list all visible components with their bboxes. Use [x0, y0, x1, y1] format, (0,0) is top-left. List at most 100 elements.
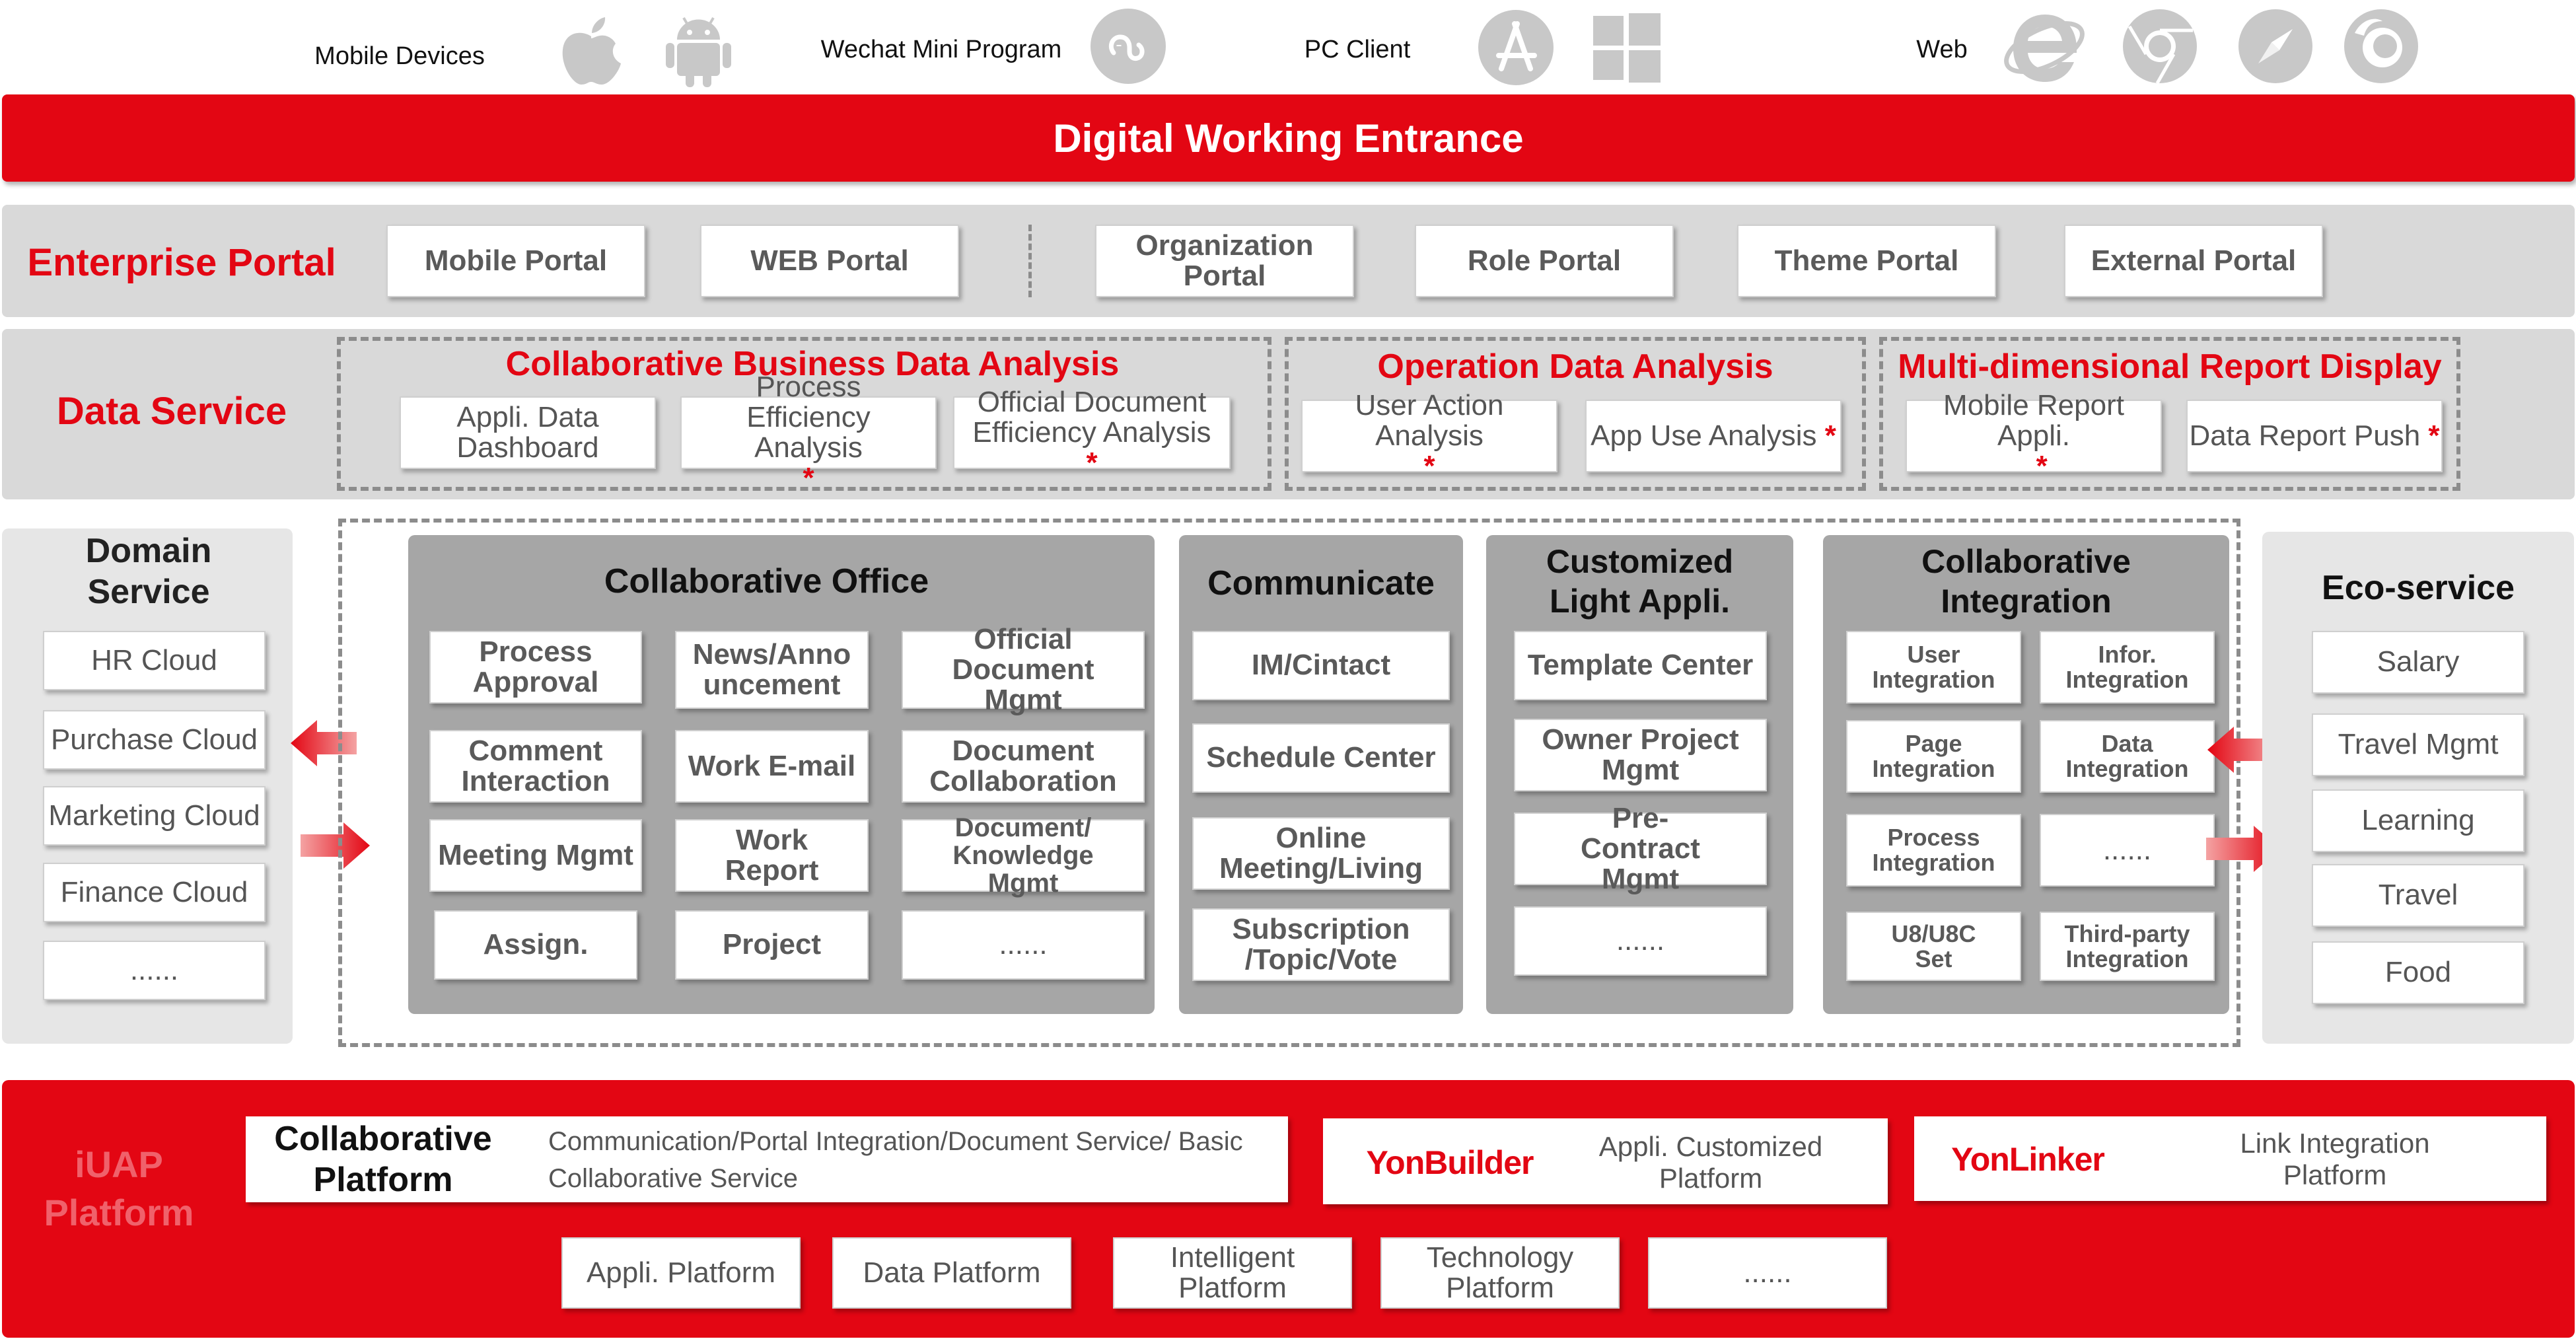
finance-cloud[interactable]: Finance Cloud [43, 863, 266, 922]
official-document-mgmt[interactable]: Official Document Mgmt [902, 624, 1145, 715]
infor-integration[interactable]: Infor. Integration [2040, 631, 2215, 704]
eco-learning[interactable]: Learning [2312, 789, 2524, 852]
channel-mobile-label: Mobile Devices [314, 42, 485, 70]
yonbuilder-logo: YonBuilder [1366, 1144, 1534, 1181]
technology-platform[interactable]: Technology Platform [1380, 1237, 1620, 1309]
collaborative-platform-title: Collaborative Platform [274, 1119, 492, 1199]
process-approval[interactable]: Process Approval [429, 631, 642, 704]
app-use-analysis[interactable]: App Use Analysis * [1585, 400, 1842, 472]
light-appli-title: Customized Light Appli. [1546, 543, 1734, 620]
enterprise-portal-title: Enterprise Portal [27, 241, 336, 284]
domain-service-title: Domain Service [85, 531, 212, 611]
yonlinker-box [1914, 1116, 2546, 1201]
portal-mobile[interactable]: Mobile Portal [386, 225, 645, 297]
arrow-left-eco-icon [2207, 727, 2279, 773]
collab-office-more[interactable]: ...... [902, 910, 1145, 980]
user-action-analysis[interactable]: User Action Analysis * [1301, 390, 1557, 482]
schedule-center[interactable]: Schedule Center [1192, 723, 1450, 793]
app-store-icon [1478, 10, 1554, 85]
purchase-cloud[interactable]: Purchase Cloud [43, 710, 266, 770]
work-report[interactable]: Work Report [675, 819, 869, 892]
communicate-title: Communicate [1207, 563, 1435, 602]
yonbuilder-box [1323, 1118, 1888, 1204]
eco-salary[interactable]: Salary [2312, 631, 2524, 694]
data-group-collab-analysis-title: Collaborative Business Data Analysis [505, 344, 1120, 383]
template-center[interactable]: Template Center [1514, 631, 1767, 700]
portal-web[interactable]: WEB Portal [700, 225, 959, 297]
channel-wechat-label: Wechat Mini Program [820, 35, 1062, 63]
process-efficiency-analysis[interactable]: Process Efficiency Analysis * [680, 371, 937, 493]
windows-icon [1593, 13, 1661, 83]
marketing-cloud[interactable]: Marketing Cloud [43, 786, 266, 846]
safari-icon [2238, 9, 2312, 83]
eco-travel-mgmt[interactable]: Travel Mgmt [2312, 713, 2524, 776]
appli-platform[interactable]: Appli. Platform [561, 1237, 801, 1309]
yonbuilder-desc: Appli. Customized Platform [1598, 1131, 1823, 1194]
domain-more[interactable]: ...... [43, 941, 266, 1000]
channel-pc-label: PC Client [1304, 35, 1411, 63]
online-meeting-living[interactable]: Online Meeting/Living [1192, 817, 1450, 890]
collab-integration-more[interactable]: ...... [2040, 814, 2215, 887]
u8-u8c-set[interactable]: U8/U8C Set [1846, 912, 2021, 981]
portal-external[interactable]: External Portal [2064, 225, 2323, 297]
data-platform[interactable]: Data Platform [832, 1237, 1071, 1309]
pre-contract-mgmt[interactable]: Pre-Contract Mgmt [1514, 803, 1767, 894]
third-party-integration[interactable]: Third-party Integration [2040, 912, 2215, 981]
yonlinker-logo: YonLinker [1951, 1141, 2105, 1178]
collaborative-platform-desc: Communication/Portal Integration/Documen… [548, 1127, 1243, 1193]
page-integration[interactable]: Page Integration [1846, 720, 2021, 793]
data-group-report-display [1879, 337, 2460, 491]
channel-web-label: Web [1916, 35, 1968, 63]
eco-service-title: Eco-service [2322, 569, 2515, 607]
project[interactable]: Project [675, 910, 869, 980]
apple-icon [562, 17, 621, 85]
document-knowledge-mgmt[interactable]: Document/ Knowledge Mgmt [902, 814, 1145, 897]
official-document-efficiency-analysis[interactable]: Official Document Efficiency Analysis* [953, 386, 1231, 478]
data-service-title: Data Service [56, 390, 287, 433]
light-appli-more[interactable]: ...... [1514, 906, 1767, 976]
collaborative-platform-box [246, 1116, 1288, 1202]
data-group-collab-analysis [337, 337, 1271, 491]
document-collaboration[interactable]: Document Collaboration [902, 730, 1145, 803]
data-group-report-display-title: Multi-dimensional Report Display [1898, 347, 2442, 386]
android-icon [666, 17, 731, 87]
chrome-icon [2123, 9, 2197, 85]
platform-more[interactable]: ...... [1648, 1237, 1887, 1309]
eco-food[interactable]: Food [2312, 941, 2524, 1004]
work-email[interactable]: Work E-mail [675, 730, 869, 803]
arrow-right-eco-icon [2206, 826, 2280, 872]
portal-role[interactable]: Role Portal [1415, 225, 1674, 297]
data-integration[interactable]: Data Integration [2040, 720, 2215, 793]
owner-project-mgmt[interactable]: Owner Project Mgmt [1514, 719, 1767, 791]
subscription-topic-vote[interactable]: Subscription /Topic/Vote [1192, 908, 1450, 981]
eco-travel[interactable]: Travel [2312, 864, 2524, 927]
im-contact[interactable]: IM/Cintact [1192, 631, 1450, 700]
mobile-report-appli[interactable]: Mobile Report Appli. * [1906, 390, 2162, 482]
arrow-left-icon [291, 720, 357, 766]
meeting-mgmt[interactable]: Meeting Mgmt [429, 819, 642, 892]
ie-icon [2004, 15, 2085, 82]
yonlinker-desc: Link Integration Platform [2240, 1128, 2430, 1190]
data-group-operation-analysis [1285, 337, 1866, 491]
collaborative-office-title: Collaborative Office [604, 562, 929, 600]
portal-theme[interactable]: Theme Portal [1737, 225, 1996, 297]
intelligent-platform[interactable]: Intelligent Platform [1113, 1237, 1352, 1309]
hr-cloud[interactable]: HR Cloud [43, 631, 266, 690]
data-report-push[interactable]: Data Report Push * [2186, 400, 2443, 472]
data-group-operation-analysis-title: Operation Data Analysis [1377, 347, 1773, 386]
appli-data-dashboard[interactable]: Appli. Data Dashboard [400, 396, 656, 469]
portal-divider [1028, 225, 1032, 297]
process-integration[interactable]: Process Integration [1846, 814, 2021, 887]
digital-working-entrance-bar: Digital Working Entrance [2, 94, 2575, 182]
entrance-title: Digital Working Entrance [1053, 116, 1524, 161]
arrow-right-icon [301, 822, 370, 869]
news-announcement[interactable]: News/Announcement [675, 631, 869, 709]
iuap-platform-title: iUAP Platform [44, 1143, 194, 1233]
user-integration[interactable]: User Integration [1846, 631, 2021, 704]
portal-organization[interactable]: Organization Portal [1095, 225, 1354, 297]
mini-program-icon [1091, 9, 1166, 84]
comment-interaction[interactable]: Comment Interaction [429, 730, 642, 803]
firefox-icon [2344, 9, 2418, 83]
collab-integration-title: Collaborative Integration [1921, 543, 2131, 620]
assign[interactable]: Assign. [434, 910, 637, 980]
